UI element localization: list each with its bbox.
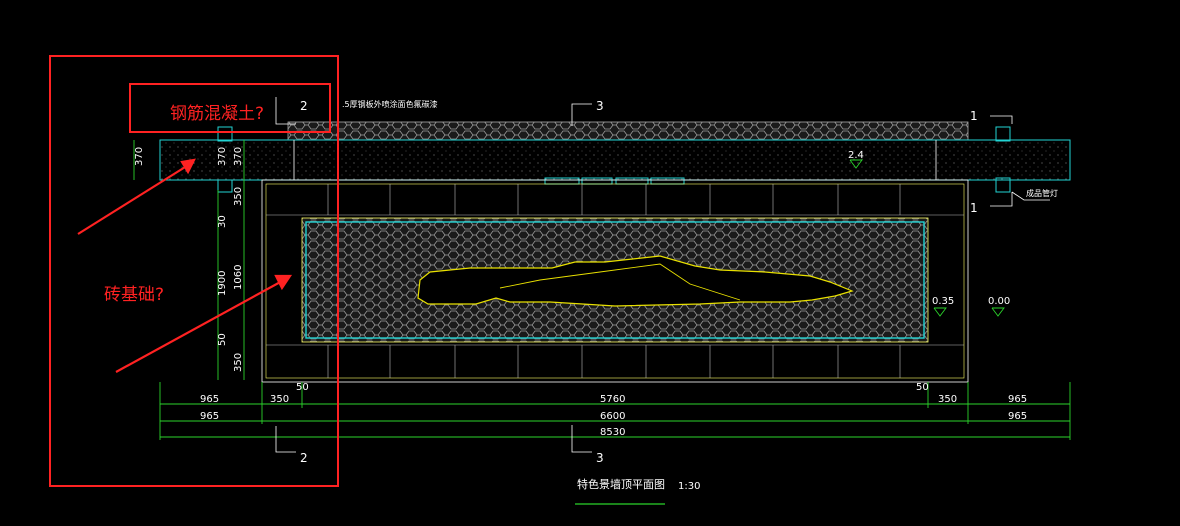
- section-mark-left-bottom: 2: [300, 451, 308, 465]
- section-marker-lines: [275, 97, 1050, 453]
- pool-inner: [265, 183, 965, 379]
- svg-text:1060: 1060: [233, 265, 244, 290]
- elevation-zero: 0.00: [988, 296, 1010, 307]
- top-note: .5厚钢板外喷涂面色氟碳漆: [342, 99, 438, 109]
- annotation-frame-concrete: [129, 83, 331, 133]
- dim-row2-a: 965: [200, 411, 219, 422]
- tile-grid: [266, 184, 964, 378]
- elevation-mid: 0.35: [932, 296, 954, 307]
- annotation-concrete: 钢筋混凝土?: [170, 104, 264, 124]
- drawing-scale: 1:30: [678, 481, 700, 492]
- dimension-lines: [133, 140, 1071, 440]
- right-note: 成品管灯: [1026, 188, 1058, 198]
- dim-row1-b: 350: [270, 394, 289, 405]
- stone-crease: [499, 263, 741, 301]
- annotation-arrows: [77, 158, 293, 373]
- dim-row3: 8530: [600, 427, 625, 438]
- dim-row1-c: 5760: [600, 394, 625, 405]
- left-fixture: [217, 126, 233, 193]
- left-vertical-dims: 370 370 370 350 30 1900 1060 50 350: [134, 147, 244, 372]
- dim-row2-b: 6600: [600, 411, 625, 422]
- dim-row2-c: 965: [1008, 411, 1027, 422]
- section-mark-right-top: 1: [970, 109, 978, 123]
- svg-text:370: 370: [217, 147, 228, 166]
- section-mark-left-top: 2: [300, 99, 308, 113]
- dim-row1-a: 965: [200, 394, 219, 405]
- pool-edge-cyan: [305, 221, 925, 339]
- svg-text:370: 370: [233, 147, 244, 166]
- elevation-markers: [849, 159, 1005, 317]
- top-pebble-strip: [287, 121, 969, 141]
- drawing-title: 特色景墙顶平面图: [577, 477, 665, 491]
- svg-text:1900: 1900: [217, 271, 228, 296]
- pool-outer: [261, 179, 969, 383]
- annotation-brick: 砖基础?: [104, 285, 164, 305]
- section-mark-right-bottom: 1: [970, 201, 978, 215]
- dim-row1-d: 350: [938, 394, 957, 405]
- svg-text:350: 350: [233, 353, 244, 372]
- svg-text:50: 50: [217, 333, 228, 346]
- section-mark-center-bottom: 3: [596, 451, 604, 465]
- svg-text:370: 370: [134, 147, 145, 166]
- elevation-top: 2.4: [848, 150, 864, 161]
- svg-text:30: 30: [217, 215, 228, 228]
- dim-small-left: 50: [296, 382, 309, 393]
- dim-small-right: 50: [916, 382, 929, 393]
- annotation-frame-left: [49, 55, 339, 487]
- dim-row1-e: 965: [1008, 394, 1027, 405]
- concrete-beam: [159, 139, 1071, 181]
- right-fixture: [995, 126, 1011, 193]
- feature-stone: [417, 255, 854, 307]
- svg-text:350: 350: [233, 187, 244, 206]
- section-mark-center-top: 3: [596, 99, 604, 113]
